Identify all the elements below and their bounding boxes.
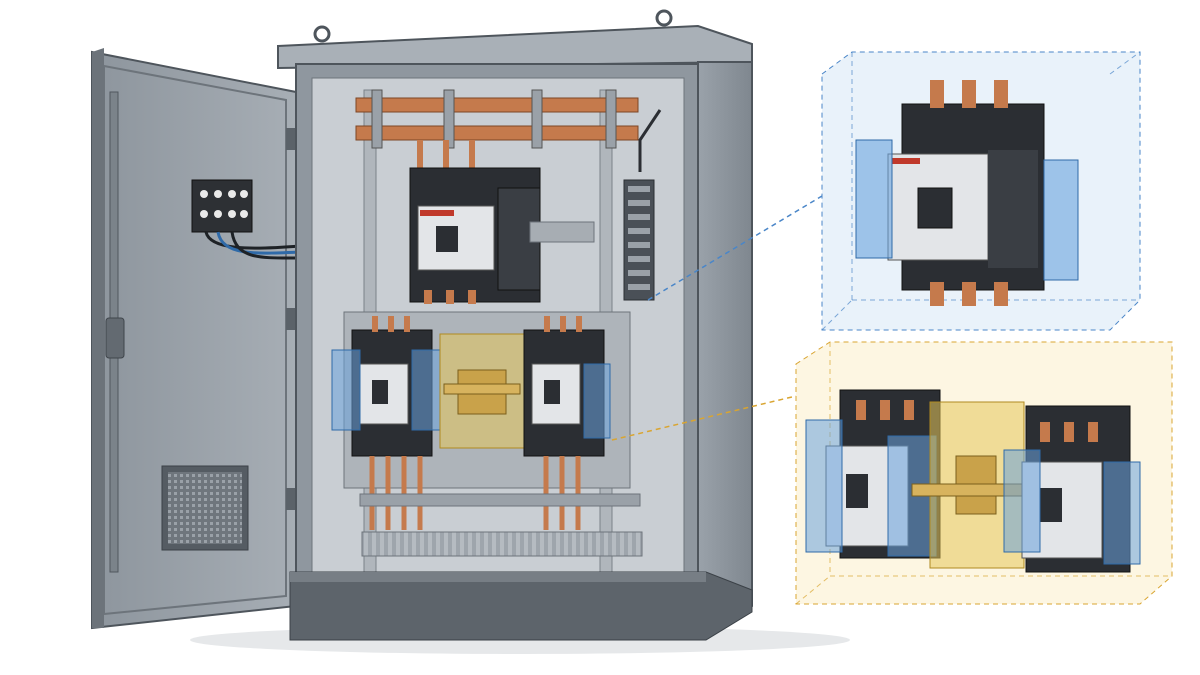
callout-left-contactor bbox=[805, 389, 941, 559]
lifting-eye bbox=[313, 25, 331, 43]
mechanical-interlock bbox=[439, 333, 525, 449]
callout-right-contactor bbox=[1003, 405, 1141, 573]
door-vent-grille bbox=[161, 465, 249, 551]
terminal-strip bbox=[623, 109, 662, 301]
right-contactor bbox=[523, 316, 611, 457]
copper-busbars bbox=[355, 89, 639, 170]
left-contactor bbox=[331, 316, 441, 457]
door-handle[interactable] bbox=[105, 317, 125, 359]
callout-contactor bbox=[887, 80, 1045, 306]
cabinet-door[interactable] bbox=[91, 48, 301, 630]
wiring-duct bbox=[359, 493, 643, 557]
door-terminal-block bbox=[191, 179, 301, 260]
din-rail-terminal bbox=[529, 221, 595, 243]
lifting-eye bbox=[655, 9, 673, 27]
reversing-contactor-pair-detail bbox=[611, 341, 1173, 605]
single-contactor-detail bbox=[647, 51, 1141, 331]
main-contactor bbox=[409, 167, 595, 304]
output-leads bbox=[369, 456, 581, 530]
